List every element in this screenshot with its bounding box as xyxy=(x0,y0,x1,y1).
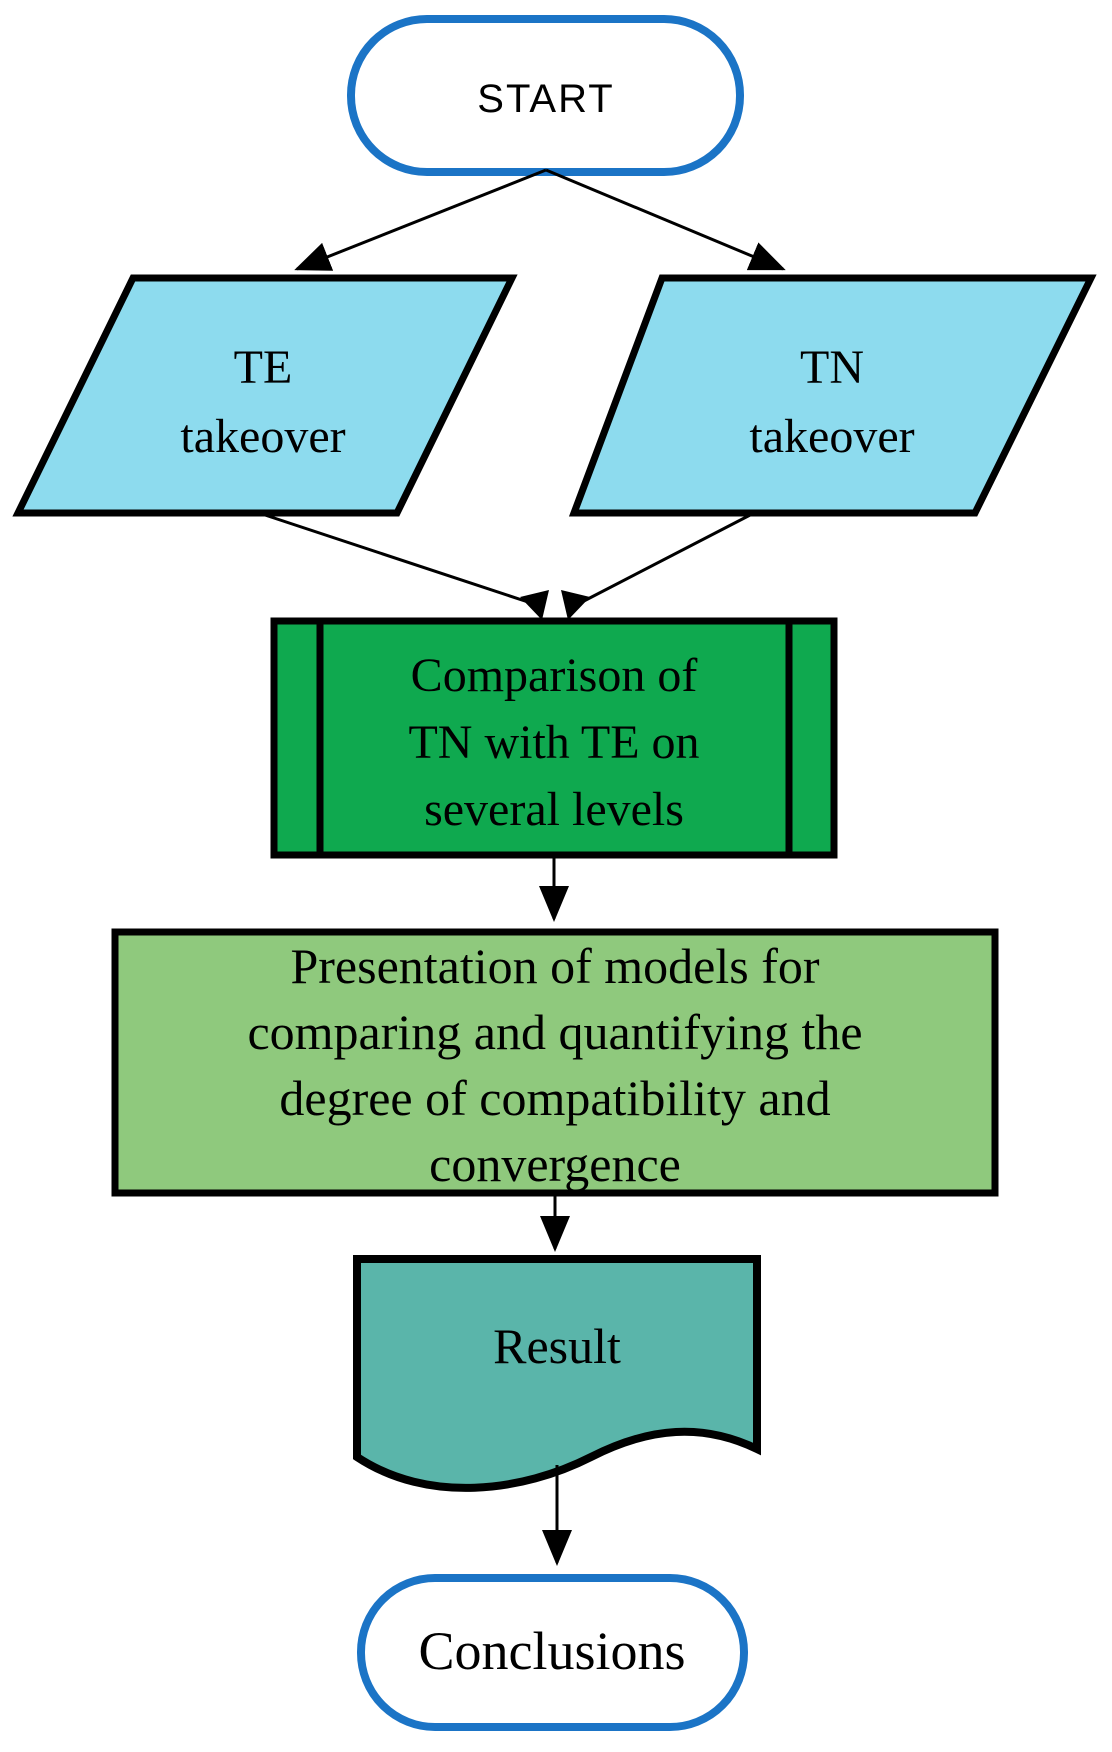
result-label: Result xyxy=(493,1318,621,1374)
edge-start-to-tn-takeover xyxy=(545,168,786,271)
node-comparison: Comparison of TN with TE on several leve… xyxy=(270,617,838,859)
start-terminator-shape xyxy=(347,15,744,176)
tn-takeover-parallelogram-shape xyxy=(568,274,1097,517)
presentation-label-line1: Presentation of models for xyxy=(290,938,819,994)
start-label: START xyxy=(477,77,614,121)
node-start: START xyxy=(347,15,744,176)
edge-te-arrowhead-icon xyxy=(520,590,549,620)
te-takeover-parallelogram-shape xyxy=(12,274,518,517)
comparison-label-line2: TN with TE on xyxy=(408,716,699,769)
edge-start-to-te-takeover xyxy=(294,168,547,271)
node-conclusions: Conclusions xyxy=(357,1574,748,1731)
node-te-takeover: TE takeover xyxy=(12,274,518,517)
presentation-process-shape xyxy=(111,928,999,1197)
edge-tn-arrowhead-icon xyxy=(561,590,590,620)
te-takeover-label-line2: takeover xyxy=(180,410,345,463)
tn-takeover-label-line1: TN xyxy=(800,341,864,394)
comparison-label-line3: several levels xyxy=(424,783,684,836)
conclusions-terminator-shape xyxy=(357,1574,748,1731)
comparison-label-line1: Comparison of xyxy=(411,649,698,702)
result-document-shape xyxy=(353,1255,761,1492)
presentation-label-line4: convergence xyxy=(429,1136,681,1192)
tn-takeover-label-line2: takeover xyxy=(749,410,914,463)
node-tn-takeover: TN takeover xyxy=(568,274,1097,517)
presentation-label-line2: comparing and quantifying the xyxy=(247,1004,862,1060)
edge-te-takeover-to-comparison xyxy=(261,512,529,604)
edge-tn-takeover-to-comparison xyxy=(581,511,755,604)
node-result: Result xyxy=(353,1255,761,1492)
conclusions-label: Conclusions xyxy=(418,1621,685,1681)
node-presentation: Presentation of models for comparing and… xyxy=(111,928,999,1197)
presentation-label-line3: degree of compatibility and xyxy=(279,1070,830,1126)
te-takeover-label-line1: TE xyxy=(234,341,293,394)
comparison-predefined-process-shape xyxy=(270,617,838,859)
